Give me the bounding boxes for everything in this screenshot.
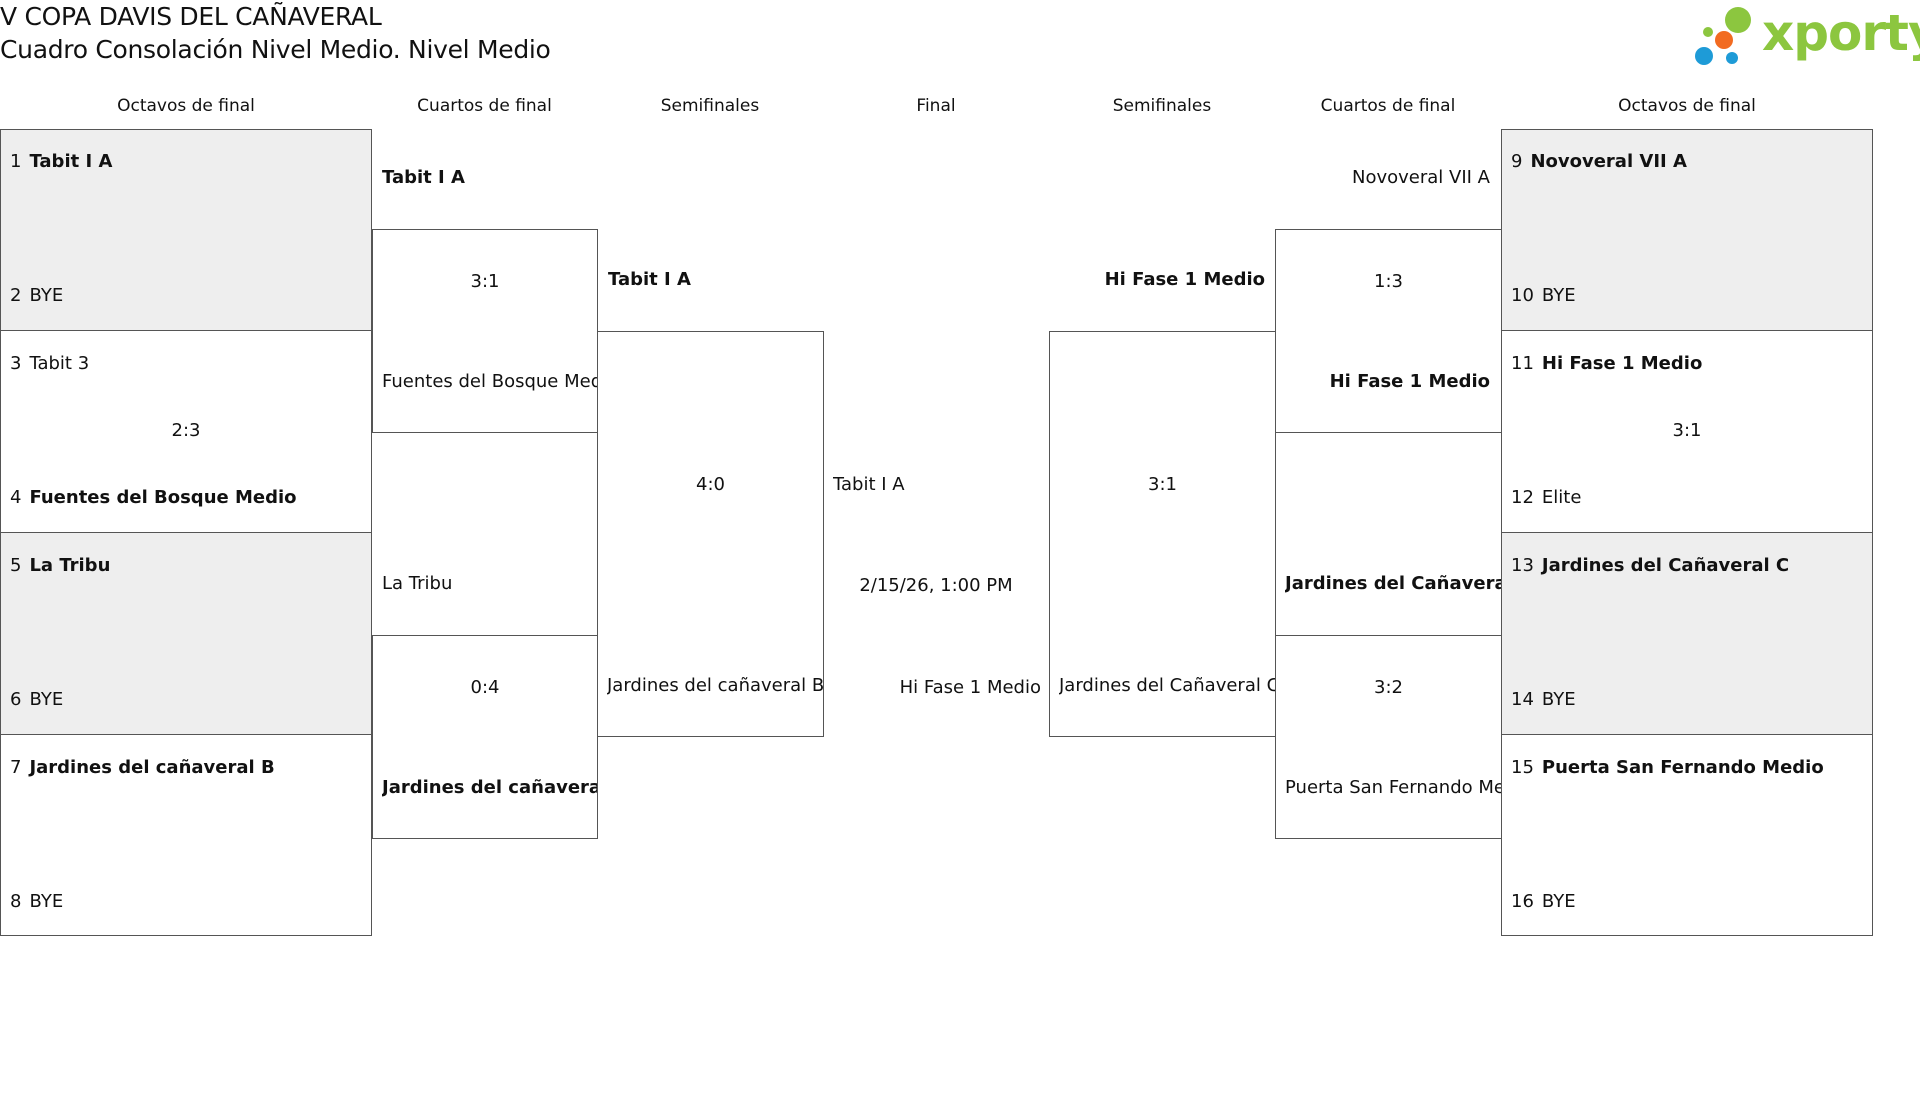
seed-number: 12 (1511, 487, 1534, 508)
team-entry[interactable]: 6 BYE (10, 689, 63, 710)
team-name: BYE (29, 891, 64, 912)
seed-number: 5 (10, 555, 22, 576)
match-score: 3:1 (1672, 420, 1702, 441)
seed-number: 7 (10, 757, 22, 778)
logo-dots-icon (1695, 7, 1751, 65)
team-name: BYE (29, 285, 64, 306)
team-name: Puerta San Fernando Medio (1541, 757, 1824, 778)
team-entry[interactable]: 14 BYE (1511, 689, 1576, 710)
logo-text: xporty (1762, 4, 1920, 62)
team-name: Tabit I A (29, 151, 113, 172)
match-box-sf-right[interactable] (1049, 331, 1276, 737)
sf-right-bottom-team[interactable]: Jardines del Cañaveral C (1059, 675, 1275, 696)
match-score: 3:2 (1374, 677, 1403, 698)
seed-number: 14 (1511, 689, 1534, 710)
match-box-r16-6[interactable] (1501, 330, 1873, 533)
team-name: BYE (1541, 891, 1576, 912)
qf-left-2-bottom-team[interactable]: Jardines del cañaveral B (382, 777, 597, 798)
qf-left-1-bottom-team[interactable]: Fuentes del Bosque Medio (382, 371, 597, 392)
xporty-logo[interactable]: xporty (1690, 2, 1920, 68)
final-datetime: 2/15/26, 1:00 PM (859, 575, 1013, 596)
team-entry[interactable]: 4 Fuentes del Bosque Medio (10, 487, 297, 508)
qf-left-1-top-team[interactable]: Tabit I A (382, 167, 465, 188)
team-name: Jardines del cañaveral B (29, 757, 275, 778)
team-entry[interactable]: 7 Jardines del cañaveral B (10, 757, 275, 778)
seed-number: 6 (10, 689, 22, 710)
match-score: 2:3 (171, 420, 201, 441)
seed-number: 11 (1511, 353, 1534, 374)
seed-number: 1 (10, 151, 22, 172)
team-name: Jardines del Cañaveral C (1541, 555, 1790, 576)
match-box-qf-left-1[interactable] (372, 229, 598, 433)
team-name: Tabit 3 (29, 353, 90, 374)
seed-number: 8 (10, 891, 22, 912)
team-entry[interactable]: 3 Tabit 3 (10, 353, 89, 374)
team-entry[interactable]: 10 BYE (1511, 285, 1576, 306)
sf-left-top-team[interactable]: Tabit I A (608, 269, 691, 290)
match-score: 3:1 (1148, 474, 1177, 495)
header-final: Final (916, 96, 956, 116)
team-entry[interactable]: 5 La Tribu (10, 555, 110, 576)
match-box-r16-1[interactable] (0, 129, 372, 331)
team-name: La Tribu (29, 555, 111, 576)
team-name: BYE (1541, 285, 1576, 306)
team-entry[interactable]: 1 Tabit I A (10, 151, 112, 172)
team-name: Hi Fase 1 Medio (1541, 353, 1703, 374)
match-box-r16-7[interactable] (1501, 532, 1873, 735)
match-box-r16-5[interactable] (1501, 129, 1873, 331)
seed-number: 2 (10, 285, 22, 306)
team-name: Novoveral VII A (1530, 151, 1687, 172)
team-entry[interactable]: 11 Hi Fase 1 Medio (1511, 353, 1702, 374)
qf-right-2-bottom-team[interactable]: Puerta San Fernando Medio (1285, 777, 1501, 798)
seed-number: 3 (10, 353, 22, 374)
qf-right-1-top-team[interactable]: Novoveral VII A (1352, 167, 1490, 188)
match-score: 3:1 (470, 271, 500, 292)
final-bottom-team[interactable]: Hi Fase 1 Medio (899, 677, 1041, 698)
qf-right-1-bottom-team[interactable]: Hi Fase 1 Medio (1329, 371, 1490, 392)
match-box-qf-right-2[interactable] (1275, 635, 1502, 839)
page-subtitle: Cuadro Consolación Nivel Medio. Nivel Me… (0, 35, 551, 64)
match-score: 0:4 (470, 677, 500, 698)
team-name: Fuentes del Bosque Medio (29, 487, 297, 508)
team-entry[interactable]: 2 BYE (10, 285, 63, 306)
sf-left-bottom-team[interactable]: Jardines del cañaveral B (607, 675, 823, 696)
page-title: V COPA DAVIS DEL CAÑAVERAL (0, 2, 382, 31)
qf-left-2-top-team[interactable]: La Tribu (382, 573, 453, 594)
header-right-cuartos: Cuartos de final (1320, 96, 1456, 116)
header-right-octavos: Octavos de final (1618, 96, 1756, 116)
team-name: BYE (29, 689, 64, 710)
seed-number: 4 (10, 487, 22, 508)
seed-number: 9 (1511, 151, 1523, 172)
match-box-qf-left-2[interactable] (372, 635, 598, 839)
seed-number: 15 (1511, 757, 1534, 778)
header-left-cuartos: Cuartos de final (417, 96, 552, 116)
team-entry[interactable]: 16 BYE (1511, 891, 1576, 912)
team-entry[interactable]: 15 Puerta San Fernando Medio (1511, 757, 1824, 778)
team-name: Elite (1541, 487, 1582, 508)
header-right-semis: Semifinales (1112, 96, 1212, 116)
match-box-sf-left[interactable] (597, 331, 824, 737)
match-box-r16-8[interactable] (1501, 734, 1873, 936)
sf-right-top-team[interactable]: Hi Fase 1 Medio (1104, 269, 1265, 290)
header-left-octavos: Octavos de final (117, 96, 255, 116)
header-left-semis: Semifinales (660, 96, 760, 116)
team-entry[interactable]: 12 Elite (1511, 487, 1581, 508)
team-entry[interactable]: 13 Jardines del Cañaveral C (1511, 555, 1789, 576)
final-top-team[interactable]: Tabit I A (833, 474, 905, 495)
qf-right-2-top-team[interactable]: Jardines del Cañaveral C (1285, 573, 1501, 594)
match-box-r16-2[interactable] (0, 330, 372, 533)
team-name: BYE (1541, 689, 1576, 710)
match-box-qf-right-1[interactable] (1275, 229, 1502, 433)
seed-number: 10 (1511, 285, 1534, 306)
team-entry[interactable]: 9 Novoveral VII A (1511, 151, 1687, 172)
match-score: 4:0 (696, 474, 725, 495)
seed-number: 16 (1511, 891, 1534, 912)
match-score: 1:3 (1374, 271, 1403, 292)
match-box-r16-4[interactable] (0, 734, 372, 936)
seed-number: 13 (1511, 555, 1534, 576)
team-entry[interactable]: 8 BYE (10, 891, 63, 912)
